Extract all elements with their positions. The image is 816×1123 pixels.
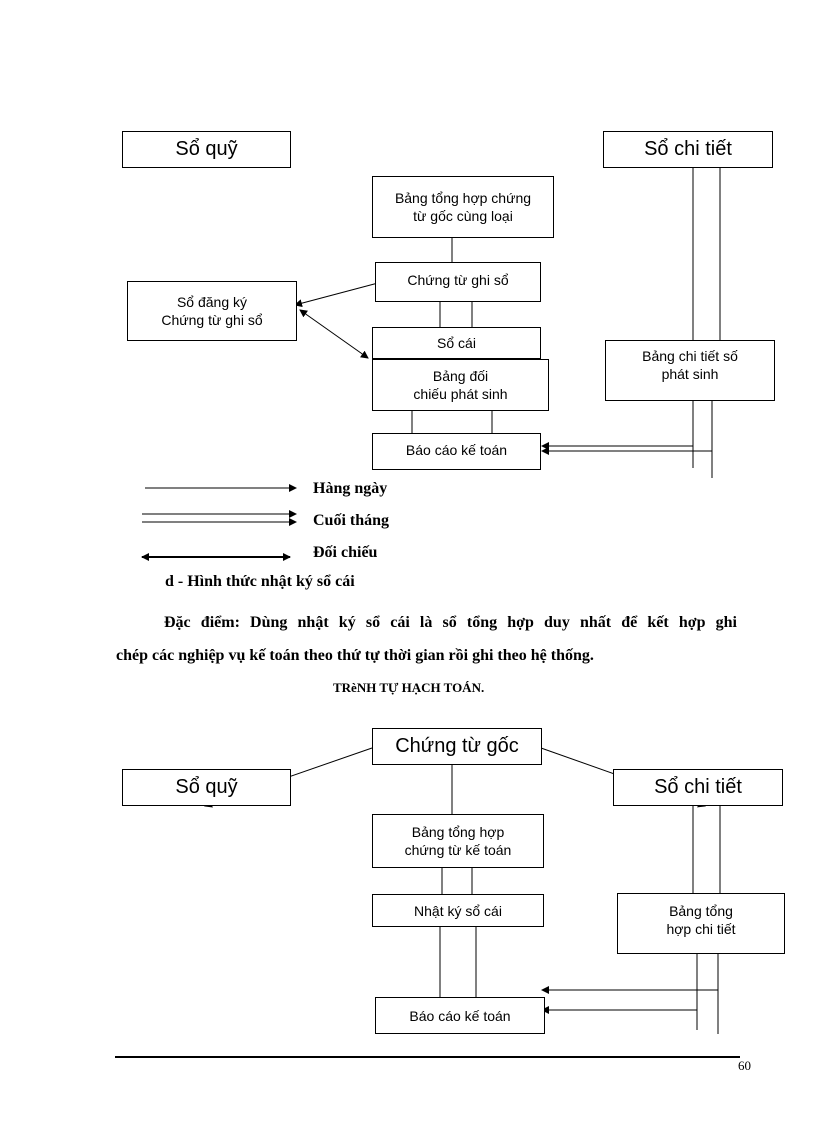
bang-tong-chi-tiet-box: Bảng tổng hợp chi tiết xyxy=(617,893,785,954)
so-quy-box-1: Sổ quỹ xyxy=(122,131,291,168)
so-quy-label-2: Sổ quỹ xyxy=(175,776,238,798)
so-cai-box: Sổ cái xyxy=(372,327,541,359)
bang-tong-chi-tiet-label: Bảng tổng hợp chi tiết xyxy=(666,903,736,937)
legend-compare: Đối chiếu xyxy=(313,544,378,561)
bang-tong-hop-box-1: Bảng tổng hợp chứng từ gốc cùng loại xyxy=(372,176,554,238)
bang-tong-hop-box-2: Bảng tổng hợp chứng từ kế toán xyxy=(372,814,544,868)
bang-chi-tiet-box: Bảng chi tiết số phát sinh xyxy=(605,340,775,401)
so-chi-tiet-box-1: Sổ chi tiết xyxy=(603,131,773,168)
paragraph-line-1: Đặc điểm: Dùng nhật ký sổ cái là sổ tổng… xyxy=(164,614,737,631)
so-cai-label: Sổ cái xyxy=(437,335,476,351)
subheading: TRèNH TỰ HẠCH TOÁN. xyxy=(333,680,485,695)
chung-tu-ghi-so-box: Chứng từ ghi sổ xyxy=(375,262,541,302)
nhat-ky-so-cai-box: Nhật ký sổ cái xyxy=(372,894,544,927)
bao-cao-label-1: Báo cáo kế toán xyxy=(405,442,508,458)
bang-tong-hop-label-1: Bảng tổng hợp chứng từ gốc cùng loại xyxy=(394,190,532,224)
page-number: 60 xyxy=(738,1058,751,1073)
so-chi-tiet-box-2: Sổ chi tiết xyxy=(613,769,783,806)
so-dang-ky-box: Sổ đăng ký Chứng từ ghi sổ xyxy=(127,281,297,341)
so-chi-tiet-label-1: Sổ chi tiết xyxy=(644,138,732,160)
bang-doi-chieu-label: Bảng đối chiếu phát sinh xyxy=(413,368,508,402)
bang-doi-chieu-box: Bảng đối chiếu phát sinh xyxy=(372,359,549,411)
legend-daily: Hàng ngày xyxy=(313,480,388,497)
paragraph-line-2: chép các nghiệp vụ kế toán theo thứ tự t… xyxy=(116,647,594,664)
so-dang-ky-label: Sổ đăng ký Chứng từ ghi sổ xyxy=(161,294,263,328)
bang-tong-hop-label-2: Bảng tổng hợp chứng từ kế toán xyxy=(404,824,512,858)
bao-cao-box-2: Báo cáo kế toán xyxy=(375,997,545,1034)
chung-tu-ghi-so-label: Chứng từ ghi sổ xyxy=(407,272,509,288)
so-quy-box-2: Sổ quỹ xyxy=(122,769,291,806)
bao-cao-label-2: Báo cáo kế toán xyxy=(409,1007,511,1024)
bang-chi-tiet-label: Bảng chi tiết số phát sinh xyxy=(642,348,738,382)
section-title: d - Hình thức nhật ký sổ cái xyxy=(165,573,355,590)
bao-cao-box-1: Báo cáo kế toán xyxy=(372,433,541,470)
nhat-ky-so-cai-label: Nhật ký sổ cái xyxy=(414,902,502,919)
chung-tu-goc-label: Chứng từ gốc xyxy=(395,735,519,757)
legend-monthly: Cuối tháng xyxy=(313,512,390,529)
chung-tu-goc-box: Chứng từ gốc xyxy=(372,728,542,765)
so-quy-label-1: Sổ quỹ xyxy=(175,138,238,160)
so-chi-tiet-label-2: Sổ chi tiết xyxy=(654,776,742,798)
